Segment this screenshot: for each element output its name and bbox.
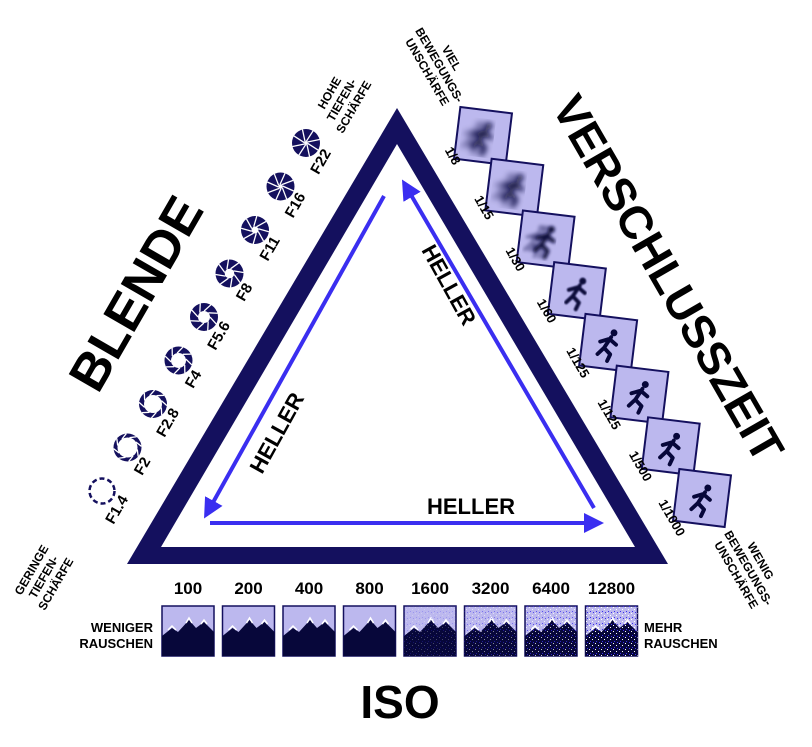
noise-overlay	[525, 606, 577, 656]
noise-overlay	[404, 606, 456, 656]
aperture-icon	[138, 389, 168, 419]
iso-value-label: 12800	[588, 579, 635, 598]
aperture-icon	[88, 477, 116, 505]
aperture-stop-label: F1.4	[102, 492, 132, 527]
aperture-icon	[240, 215, 270, 245]
aperture-icon	[190, 303, 218, 331]
iso-tile: 12800	[584, 579, 639, 657]
iso-tile: 1600	[403, 579, 457, 657]
aperture-low-label: GERINGE TIEFEN- SCHÄRFE	[12, 543, 77, 613]
shutter-tile: 1/8	[442, 105, 514, 167]
iso-value-label: 200	[234, 579, 262, 598]
shutter-slow-label: VIEL BEWEGUNGS- UNSCHÄRFE	[402, 25, 466, 108]
title-iso: ISO	[360, 676, 439, 728]
shutter-tile: 1/30	[503, 209, 576, 274]
arrow-bottom-label: HELLER	[427, 494, 515, 519]
runner-icon	[626, 381, 650, 415]
aperture-stop: F2.8	[138, 389, 183, 440]
iso-tile: 100	[161, 579, 215, 657]
iso-high-line-2: RAUSCHEN	[644, 636, 718, 651]
runner-icon	[564, 277, 587, 312]
aperture-stop-label: F4	[182, 367, 206, 391]
aperture-stop: F1.4	[88, 477, 132, 527]
mountain-silhouette	[283, 620, 335, 656]
iso-value-label: 800	[355, 579, 383, 598]
mountain-silhouette	[343, 620, 396, 656]
aperture-stop: F8	[215, 259, 256, 304]
shutter-tile: 1/15	[471, 157, 545, 222]
aperture-icon	[215, 259, 244, 288]
arrow-right	[401, 179, 596, 510]
shutter-tile: 1/500	[626, 416, 701, 484]
aperture-stop: F11	[240, 215, 284, 264]
aperture-stop: F2	[113, 433, 154, 478]
runner-icon	[460, 121, 493, 157]
runner-icon	[595, 329, 618, 363]
mountain-silhouette	[162, 620, 214, 656]
iso-low-line-1: WENIGER	[91, 620, 154, 635]
aperture-stop: F5.6	[190, 303, 234, 353]
aperture-icon	[113, 433, 142, 462]
aperture-high-label: HOHE TIEFEN- SCHÄRFE	[315, 74, 375, 135]
iso-value-label: 3200	[472, 579, 510, 598]
iso-tile: 3200	[463, 579, 518, 657]
aperture-stop: F22	[292, 129, 335, 177]
iso-value-label: 400	[295, 579, 323, 598]
triangle-inner	[161, 144, 635, 547]
iso-tile: 200	[221, 579, 276, 657]
iso-low-line-2: RAUSCHEN	[79, 636, 153, 651]
aperture-stop: F4	[164, 346, 206, 391]
aperture-icon	[164, 346, 193, 375]
arrow-left	[204, 195, 386, 519]
iso-values: 100 200 400 800 1600 3200 6400 12800	[161, 579, 639, 657]
iso-value-label: 6400	[532, 579, 570, 598]
iso-value-label: 100	[174, 579, 202, 598]
runner-icon	[689, 484, 712, 519]
aperture-stop: F16	[266, 172, 309, 221]
iso-tile: 400	[282, 579, 336, 657]
aperture-icon	[266, 172, 295, 201]
runner-icon	[658, 432, 681, 467]
mountain-silhouette	[222, 620, 275, 656]
noise-overlay	[585, 606, 638, 656]
aperture-stop-label: F2	[131, 454, 154, 478]
shutter-tile: 1/1000	[655, 467, 733, 539]
aperture-icon	[292, 129, 320, 157]
iso-tile: 6400	[524, 579, 578, 657]
aperture-stop-label: F8	[233, 280, 256, 304]
iso-value-label: 1600	[411, 579, 449, 598]
iso-high-line-1: MEHR	[644, 620, 683, 635]
shutter-fast-label: WENIG BEWEGUNGS- UNSCHÄRFE	[711, 528, 776, 611]
exposure-triangle	[127, 108, 668, 564]
noise-overlay	[464, 606, 517, 656]
runner-icon	[491, 173, 525, 208]
runner-icon	[523, 224, 556, 260]
iso-tile: 800	[342, 579, 397, 657]
